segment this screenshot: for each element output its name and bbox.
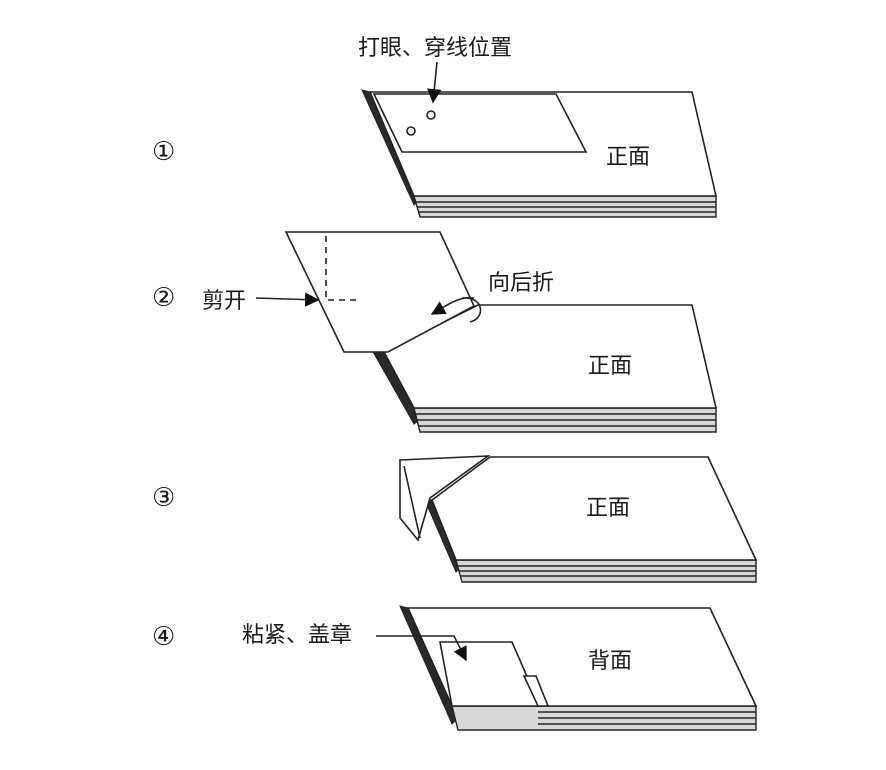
step-1-book [361,89,718,218]
step-4-annotation: 粘紧、盖章 [242,623,352,648]
hole-icon [426,110,436,120]
step-3: ③ 正面 [152,455,758,583]
step-2-number: ② [152,283,175,313]
step-3-number: ③ [152,483,175,513]
step-4-book [399,605,758,731]
step-2-book [284,231,718,433]
cut-arrow [255,292,320,307]
hole-icon [406,126,416,136]
step-1-slip [372,93,588,153]
step-3-folded-tab [399,455,491,542]
step-3-face-label: 正面 [586,496,630,521]
step-1-number: ① [152,137,175,167]
glue-arrow [376,635,467,662]
annotation-arrow [427,61,442,104]
step-2: ② 剪开 向后折 正面 [152,231,718,433]
step-3-book [399,455,758,583]
step-2-annotation-right: 向后折 [488,271,554,296]
step-1-annotation: 打眼、穿线位置 [358,36,512,61]
step-2-annotation-left: 剪开 [202,289,246,314]
fold-arrow [430,296,475,315]
step-4: ④ 粘紧、盖章 背面 [152,605,758,731]
step-2-slip [284,231,476,353]
step-2-face-label: 正面 [588,354,632,379]
step-1: ① 打眼、穿线位置 正面 [152,36,718,218]
step-4-face-label: 背面 [588,649,632,674]
step-4-number: ④ [152,622,175,652]
step-1-face-label: 正面 [606,145,650,170]
